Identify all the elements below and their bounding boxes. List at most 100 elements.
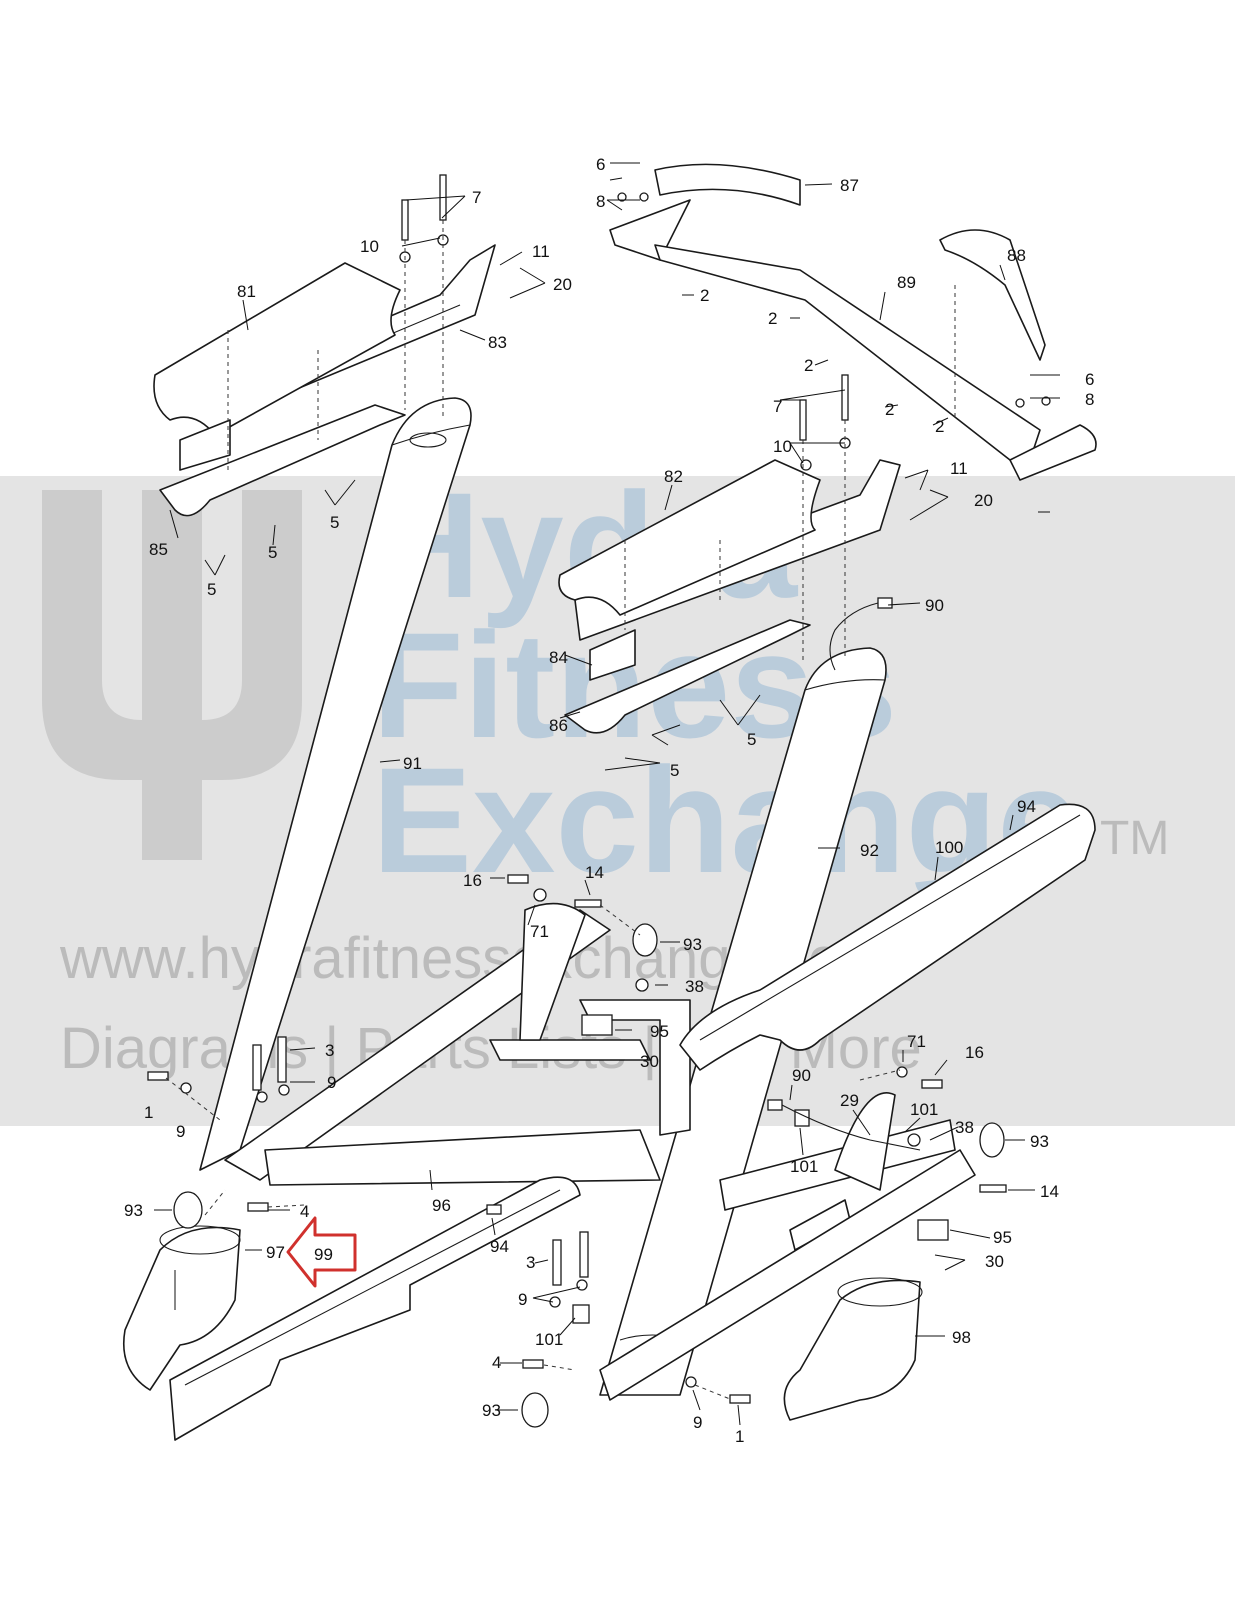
callout-5-c: 5	[330, 513, 339, 532]
callout-100: 100	[935, 838, 963, 857]
callout-9-d: 9	[693, 1413, 702, 1432]
wire-29	[781, 1104, 921, 1151]
callout-98: 98	[952, 1328, 971, 1347]
wire-90-top	[829, 602, 879, 671]
callout-91: 91	[403, 754, 422, 773]
callout-2-a: 2	[700, 286, 709, 305]
callout-8-right: 8	[1085, 390, 1094, 409]
callout-71-right: 71	[907, 1032, 926, 1051]
highlight-arrow-icon	[286, 1216, 357, 1288]
lower-right-rail-part	[599, 1149, 976, 1401]
left-base-rail-part	[169, 1176, 581, 1441]
assembly-lines	[165, 220, 956, 1400]
callout-30-bottom: 30	[985, 1252, 1004, 1271]
callout-83: 83	[488, 333, 507, 352]
watermark-tm: TM	[1100, 812, 1170, 865]
callout-3-left: 3	[325, 1041, 334, 1060]
callout-1-bottom: 1	[735, 1427, 744, 1446]
callout-38-mid: 38	[685, 977, 704, 996]
callout-14-right: 14	[1040, 1182, 1059, 1201]
left-tray-part	[159, 404, 406, 517]
leader-lines	[154, 162, 1060, 1426]
callout-101-c: 101	[535, 1330, 563, 1349]
callout-2-b: 2	[768, 309, 777, 328]
callout-6-top: 6	[596, 155, 605, 174]
left-top-cover-part	[153, 262, 401, 436]
callout-85: 85	[149, 540, 168, 559]
callout-96: 96	[432, 1196, 451, 1215]
callout-94-top: 94	[1017, 797, 1036, 816]
end-cap-97-part	[123, 1225, 241, 1391]
callout-86: 86	[549, 716, 568, 735]
wheel-93-right	[979, 1122, 1005, 1158]
wheel-93-mid	[632, 923, 658, 957]
callout-93-bottom: 93	[482, 1401, 501, 1420]
connector-90-top	[877, 597, 893, 609]
callout-90-top: 90	[925, 596, 944, 615]
connector-90-mid	[767, 1099, 783, 1111]
callout-5-e: 5	[670, 761, 679, 780]
callout-87: 87	[840, 176, 859, 195]
callout-38-right: 38	[955, 1118, 974, 1137]
callout-30-top: 30	[640, 1052, 659, 1071]
right-tray-part	[564, 619, 811, 734]
callout-20-right: 20	[974, 491, 993, 510]
callout-101-a: 101	[910, 1100, 938, 1119]
callout-71-left: 71	[530, 922, 549, 941]
callout-93-mid: 93	[683, 935, 702, 954]
callout-95-top: 95	[650, 1022, 669, 1041]
callout-93-left: 93	[124, 1201, 143, 1220]
wheel-93-left	[173, 1191, 203, 1229]
callout-11-right: 11	[950, 459, 968, 478]
callout-4-bottom: 4	[492, 1353, 501, 1372]
callout-93-right: 93	[1030, 1132, 1049, 1151]
callout-101-b: 101	[790, 1157, 818, 1176]
callout-82: 82	[664, 467, 683, 486]
wheel-93-bottom	[521, 1392, 549, 1428]
callout-16-left: 16	[463, 871, 482, 890]
callout-5-d: 5	[747, 730, 756, 749]
callout-11-left: 11	[532, 242, 550, 261]
callout-9-a: 9	[327, 1073, 336, 1092]
side-rail-part	[679, 803, 1096, 1071]
callout-9-b: 9	[176, 1122, 185, 1141]
callout-16-right: 16	[965, 1043, 984, 1062]
callout-90-mid: 90	[792, 1066, 811, 1085]
callout-88: 88	[1007, 246, 1026, 265]
grip-88-part	[939, 229, 1046, 361]
callout-4-left: 4	[300, 1202, 309, 1221]
callout-2-e: 2	[935, 417, 944, 436]
callout-2-c: 2	[804, 356, 813, 375]
callout-3-bottom: 3	[526, 1253, 535, 1272]
callout-5-a: 5	[207, 580, 216, 599]
right-handlebar-part	[609, 199, 1097, 481]
callout-97: 97	[266, 1243, 285, 1262]
right-mid-handlebar-part	[558, 459, 901, 641]
callout-2-d: 2	[885, 400, 894, 419]
callout-labels: 81 10 7 11 20 83 85 5 5 5 6 8 87 88 89 2…	[124, 155, 1094, 1446]
callout-5-b: 5	[268, 543, 277, 562]
callout-7-right: 7	[773, 397, 782, 416]
callout-14-left: 14	[585, 863, 604, 882]
callout-95-bottom: 95	[993, 1228, 1012, 1247]
clip-101-bottom	[572, 1304, 590, 1324]
callout-9-c: 9	[518, 1290, 527, 1309]
callout-6-right: 6	[1085, 370, 1094, 389]
callout-84: 84	[549, 648, 568, 667]
callout-89: 89	[897, 273, 916, 292]
callout-94-bottom: 94	[490, 1237, 509, 1256]
callout-81: 81	[237, 282, 256, 301]
callout-10-right: 10	[773, 437, 792, 456]
bracket-95-bottom	[917, 1219, 949, 1241]
callout-8-top: 8	[596, 192, 605, 211]
callout-92: 92	[860, 841, 879, 860]
left-upright-part	[199, 397, 472, 1171]
callout-7-left: 7	[472, 188, 481, 207]
end-cap-98-part	[783, 1277, 923, 1421]
bracket-95-top	[581, 1014, 613, 1036]
callout-1-left: 1	[144, 1103, 153, 1122]
callout-29: 29	[840, 1091, 859, 1110]
callout-99: 99	[314, 1245, 333, 1264]
callout-10-left: 10	[360, 237, 379, 256]
